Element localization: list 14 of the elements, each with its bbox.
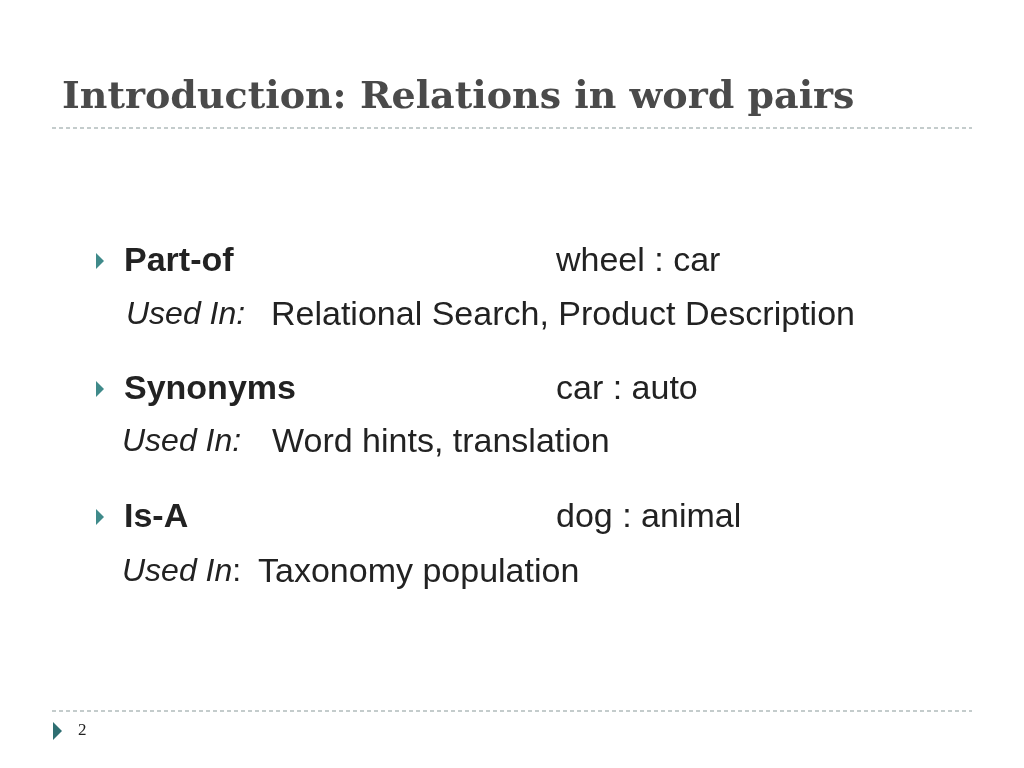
slide-title: Introduction: Relations in word pairs — [62, 72, 855, 117]
word-pair: dog : animal — [556, 495, 742, 535]
word-pair: wheel : car — [556, 239, 721, 279]
bullet-heading: Part-of — [124, 239, 234, 279]
bullet-heading: Is-A — [124, 495, 189, 535]
used-in-label: Used In: — [122, 552, 242, 589]
usage-text: Taxonomy population — [258, 550, 580, 590]
used-in-label: Used In: — [122, 422, 242, 459]
word-pair: car : auto — [556, 367, 698, 407]
usage-text: Relational Search, Product Description — [271, 293, 855, 333]
used-in-label: Used In: — [126, 295, 246, 332]
page-number: 2 — [78, 720, 87, 740]
bullet-heading: Synonyms — [124, 367, 296, 407]
usage-text: Word hints, translation — [272, 420, 610, 460]
